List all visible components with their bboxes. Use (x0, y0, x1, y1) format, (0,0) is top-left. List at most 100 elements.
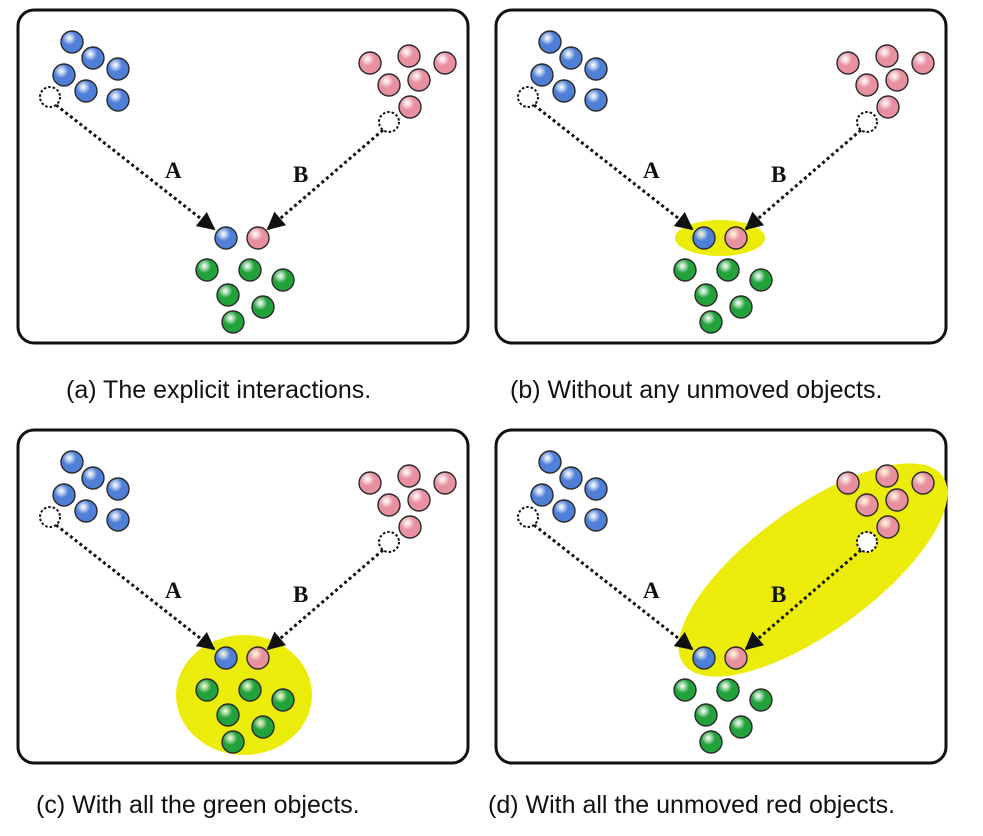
green-object (271, 688, 295, 712)
green-object (749, 268, 773, 292)
blue-object (74, 79, 98, 103)
ghost-red-object (378, 111, 400, 133)
blue-object (106, 508, 130, 532)
green-object (716, 678, 740, 702)
green-object (216, 703, 240, 727)
moved-blue-object (692, 646, 716, 670)
green-object (729, 715, 753, 739)
moved-blue-object (214, 226, 238, 250)
blue-object (559, 466, 583, 490)
red-object (398, 95, 422, 119)
green-object (716, 258, 740, 282)
red-object (911, 471, 935, 495)
caption-c: (c) With all the green objects. (36, 791, 360, 819)
blue-object (584, 477, 608, 501)
green-object (694, 283, 718, 307)
red-object (433, 51, 457, 75)
panel-frame (16, 8, 470, 345)
ghost-blue-object (39, 86, 61, 108)
green-object (729, 295, 753, 319)
blue-object (552, 79, 576, 103)
red-object (876, 95, 900, 119)
moved-red-object (246, 646, 270, 670)
blue-object (106, 477, 130, 501)
blue-object (559, 46, 583, 70)
blue-object (538, 450, 562, 474)
green-object (251, 715, 275, 739)
blue-object (584, 57, 608, 81)
panel-frame (16, 428, 470, 765)
ghost-red-object (856, 531, 878, 553)
ghost-blue-object (517, 86, 539, 108)
arrow-b (744, 548, 862, 651)
caption-d: (d) With all the unmoved red objects. (488, 791, 896, 819)
moved-blue-object (214, 646, 238, 670)
green-object (221, 730, 245, 754)
blue-object (106, 57, 130, 81)
ghost-red-object (856, 111, 878, 133)
blue-object (81, 466, 105, 490)
green-object (271, 268, 295, 292)
red-object (377, 73, 401, 97)
red-object (875, 464, 899, 488)
blue-object (52, 483, 76, 507)
red-object (855, 73, 879, 97)
moved-red-object (724, 646, 748, 670)
ghost-red-object (378, 531, 400, 553)
arrow-b (266, 128, 384, 231)
blue-object (74, 499, 98, 523)
green-object (195, 678, 219, 702)
blue-object (530, 483, 554, 507)
blue-object (60, 30, 84, 54)
arrow-a-label: A (165, 158, 182, 183)
arrow-b-label: B (771, 162, 786, 187)
green-object (673, 678, 697, 702)
red-object (875, 44, 899, 68)
green-object (221, 310, 245, 334)
moved-red-object (246, 226, 270, 250)
blue-object (530, 63, 554, 87)
blue-object (584, 508, 608, 532)
red-object (398, 515, 422, 539)
green-object (699, 310, 723, 334)
moved-red-object (724, 226, 748, 250)
panel-frame (494, 8, 948, 345)
red-object (855, 493, 879, 517)
red-object (377, 493, 401, 517)
red-object (885, 488, 909, 512)
red-object (876, 515, 900, 539)
blue-object (106, 88, 130, 112)
red-object (433, 471, 457, 495)
green-object (251, 295, 275, 319)
green-object (699, 730, 723, 754)
arrow-b-label: B (293, 162, 308, 187)
blue-object (52, 63, 76, 87)
caption-a: (a) The explicit interactions. (66, 376, 372, 404)
red-object (358, 51, 382, 75)
red-object (397, 464, 421, 488)
arrow-b-label: B (293, 582, 308, 607)
arrow-a-label: A (643, 578, 660, 603)
arrow-a-label: A (643, 158, 660, 183)
ghost-blue-object (39, 506, 61, 528)
blue-object (538, 30, 562, 54)
red-object (397, 44, 421, 68)
red-object (407, 68, 431, 92)
green-object (749, 688, 773, 712)
blue-object (552, 499, 576, 523)
red-object (358, 471, 382, 495)
green-object (238, 678, 262, 702)
red-object (885, 68, 909, 92)
green-object (694, 703, 718, 727)
green-object (216, 283, 240, 307)
ghost-blue-object (517, 506, 539, 528)
caption-b: (b) Without any unmoved objects. (510, 376, 883, 404)
red-object (836, 471, 860, 495)
red-object (407, 488, 431, 512)
